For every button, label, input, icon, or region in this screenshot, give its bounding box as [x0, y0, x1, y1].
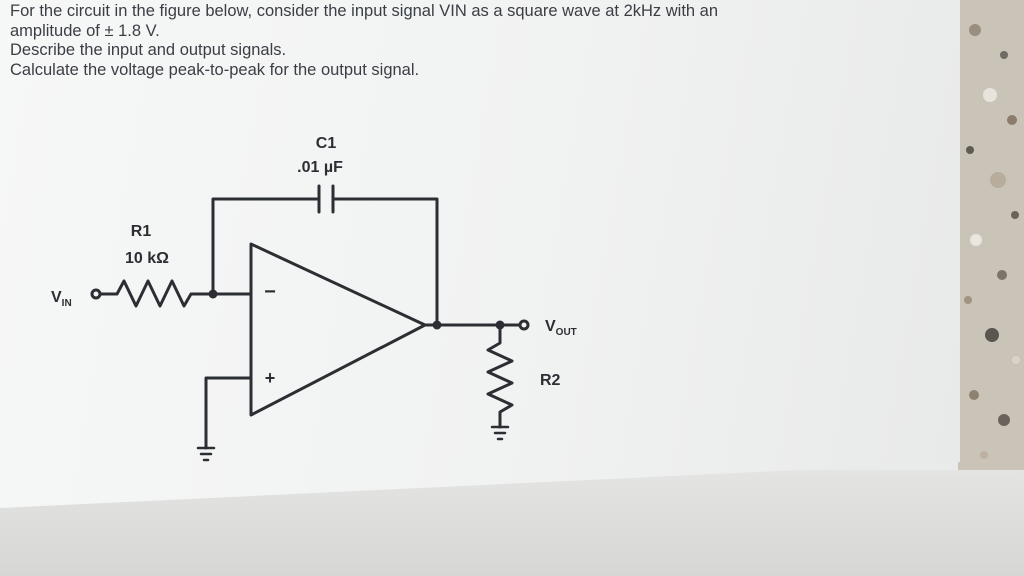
vin-subscript: IN: [62, 298, 72, 309]
circuit-wiring: [90, 184, 530, 450]
question-text: For the circuit in the figure below, con…: [10, 2, 950, 80]
opamp-inverting-sign: −: [264, 281, 276, 303]
question-line-4: Calculate the voltage peak-to-peak for t…: [10, 60, 420, 79]
output-node: [432, 320, 442, 330]
terrazzo-speckles: [964, 24, 1020, 459]
r2-resistor: [486, 323, 514, 429]
r2-name-label: R2: [540, 372, 561, 389]
paper-sheet: For the circuit in the figure below, con…: [0, 0, 960, 508]
noninverting-input-wire: [204, 376, 253, 450]
question-line-2: amplitude of ± 1.8 V.: [10, 21, 160, 40]
opamp-noninverting-sign: +: [265, 368, 276, 388]
vout-label: VOUT: [545, 318, 577, 338]
opamp-body: [249, 242, 427, 417]
terrazzo-background: [958, 0, 1024, 470]
r1-value-label: 10 kΩ: [125, 250, 169, 267]
ground-symbol-left: [196, 446, 216, 462]
vout-terminal: [518, 319, 530, 331]
question-line-3: Describe the input and output signals.: [10, 41, 287, 59]
r1-name-label: R1: [131, 223, 152, 240]
vout-subscript: OUT: [556, 327, 577, 338]
question-line-1: For the circuit in the figure below, con…: [10, 2, 719, 20]
ground-symbol-right: [490, 425, 510, 441]
c1-value-label: .01 µF: [297, 159, 343, 176]
vin-label: VIN: [51, 289, 72, 309]
vin-main: V: [51, 289, 62, 306]
c1-name-label: C1: [316, 135, 337, 152]
r1-resistor: [98, 279, 215, 308]
vout-main: V: [545, 318, 556, 335]
feedback-wire-left: [211, 197, 319, 296]
feedback-wire-right: [333, 197, 439, 327]
